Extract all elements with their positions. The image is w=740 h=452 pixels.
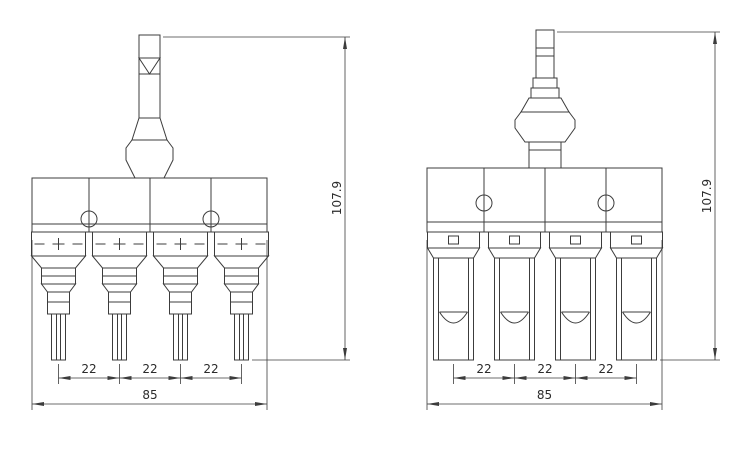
pitch-dimension: 22 22 22: [453, 362, 637, 384]
connector-unit-4: [610, 231, 663, 361]
body-hole: [597, 194, 615, 212]
body-hole: [80, 210, 98, 228]
body-hole: [202, 210, 220, 228]
cable-top: [530, 29, 560, 99]
connector-unit-1: [31, 231, 86, 361]
dim-label-pitch-1: 22: [81, 362, 96, 376]
dim-label-pitch-2: 22: [142, 362, 157, 376]
cable-gland-cone: [520, 97, 570, 113]
dim-label-pitch-3: 22: [203, 362, 218, 376]
left-view-dimensions: 22 22 22 85 107.9: [31, 36, 350, 410]
pitch-dimension: 22 22 22: [58, 362, 242, 384]
branch-body: [426, 167, 663, 233]
dim-label-pitch-3: 22: [598, 362, 613, 376]
cable-gland-cone: [131, 117, 168, 141]
connector-unit-2: [92, 231, 147, 361]
connector-unit-1: [427, 231, 480, 361]
dim-label-pitch-2: 22: [537, 362, 552, 376]
dim-label-height: 107.9: [330, 181, 344, 215]
height-dimension: 107.9: [557, 31, 720, 361]
dim-label-overall-width: 85: [537, 388, 552, 402]
height-dimension: 107.9: [163, 36, 350, 361]
overall-width-dimension: 85: [426, 240, 663, 410]
dim-label-pitch-1: 22: [476, 362, 491, 376]
left-view: [31, 34, 269, 361]
right-view-dimensions: 22 22 22 85 107.9: [426, 31, 720, 410]
cable-top: [138, 34, 161, 119]
body-hole: [475, 194, 493, 212]
branch-body: [31, 177, 268, 233]
connector-unit-3: [153, 231, 208, 361]
overall-width-dimension: 85: [31, 240, 268, 410]
connector-unit-4: [214, 231, 269, 361]
connector-unit-3: [549, 231, 602, 361]
coupling-nut: [125, 139, 174, 179]
connector-unit-2: [488, 231, 541, 361]
dim-label-overall-width: 85: [142, 388, 157, 402]
coupling-nut: [514, 111, 576, 169]
right-view: [426, 29, 663, 361]
dim-label-height: 107.9: [700, 179, 714, 213]
